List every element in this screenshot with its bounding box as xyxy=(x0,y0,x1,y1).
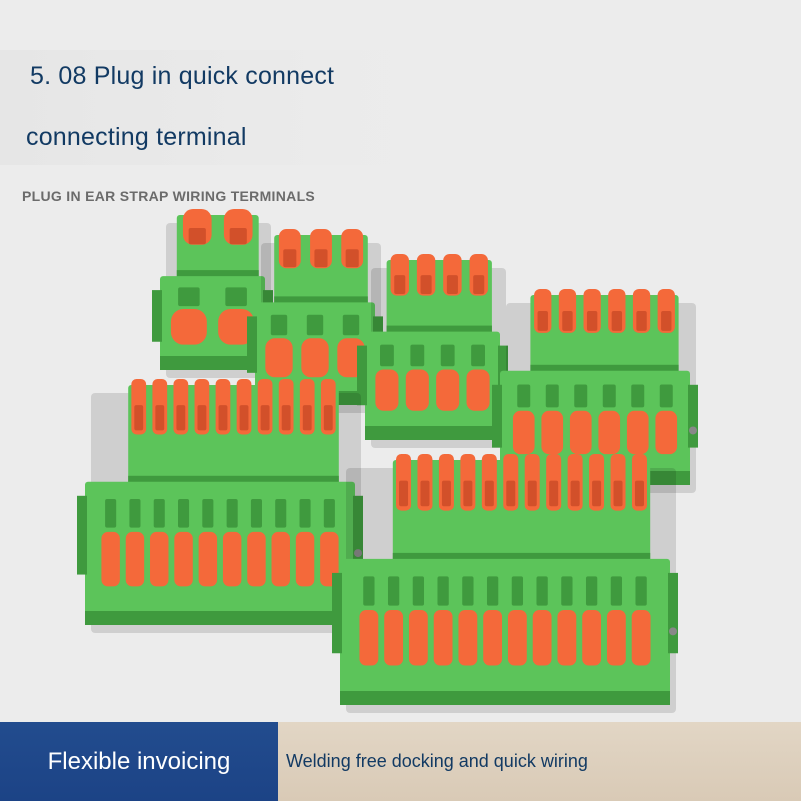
terminal-block-2-pin xyxy=(152,209,273,378)
terminal-block-12-pin xyxy=(332,454,678,713)
feature-banner: Flexible invoicing Welding free docking … xyxy=(0,722,801,801)
banner-left-panel: Flexible invoicing xyxy=(0,722,278,801)
terminal-block-10-pin xyxy=(77,379,363,633)
banner-left-label: Flexible invoicing xyxy=(47,747,231,775)
page-subtitle: PLUG IN EAR STRAP WIRING TERMINALS xyxy=(22,188,316,204)
product-photo xyxy=(77,209,698,713)
banner-right-label: Welding free docking and quick wiring xyxy=(286,751,588,771)
page-title-line-2: connecting terminal xyxy=(26,123,247,151)
title-band xyxy=(0,50,460,165)
terminal-block-4-pin xyxy=(357,254,508,448)
page-title-line-1: 5. 08 Plug in quick connect xyxy=(30,62,335,90)
banner-right-panel: Welding free docking and quick wiring xyxy=(278,722,801,801)
